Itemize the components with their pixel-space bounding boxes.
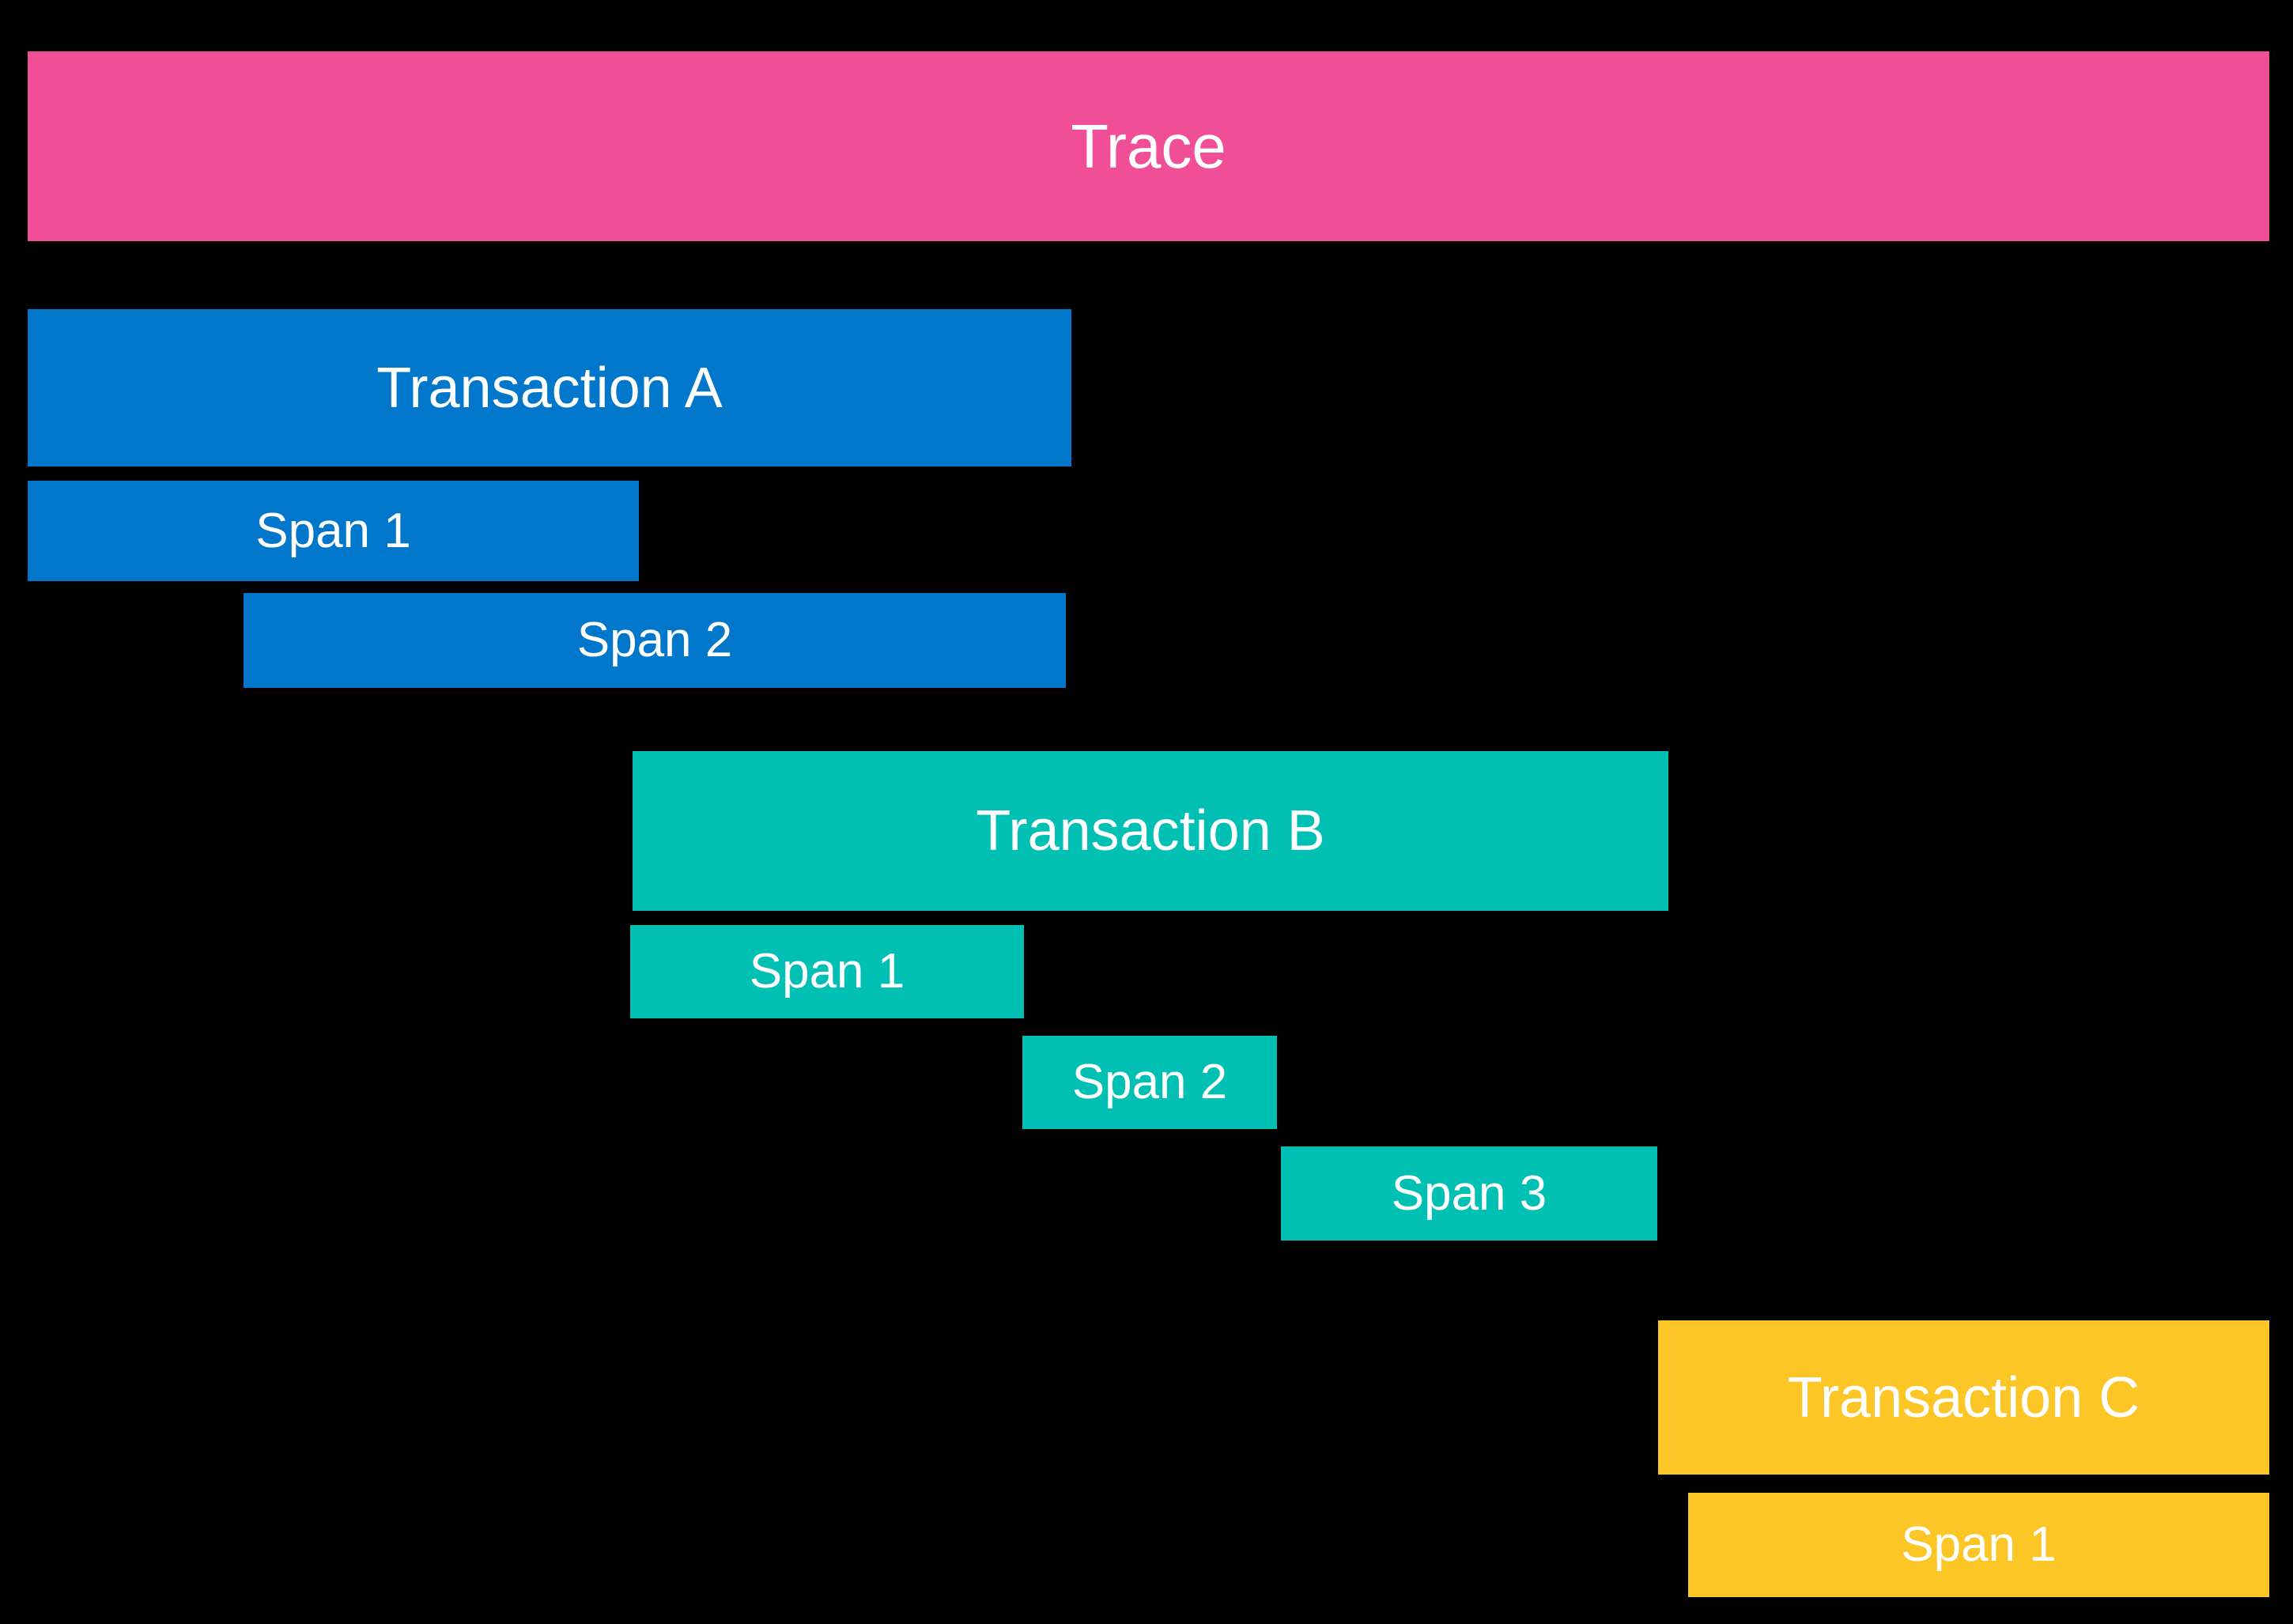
bar-label: Span 3 xyxy=(1391,1165,1547,1221)
bar-label: Span 1 xyxy=(1901,1517,2057,1572)
bar-label: Transaction C xyxy=(1787,1365,2140,1429)
transaction-b-span-2-bar: Span 2 xyxy=(1022,1036,1277,1129)
transaction-b-bar: Transaction B xyxy=(633,751,1668,911)
bar-label: Span 2 xyxy=(1071,1055,1228,1109)
bar-label: Transaction B xyxy=(976,799,1325,863)
bar-label: Span 1 xyxy=(749,944,905,999)
bar-label: Span 1 xyxy=(255,503,411,558)
transaction-b-span-3-bar: Span 3 xyxy=(1281,1146,1657,1241)
transaction-c-bar: Transaction C xyxy=(1658,1320,2269,1475)
transaction-b-span-1-bar: Span 1 xyxy=(630,925,1024,1018)
bar-label: Span 2 xyxy=(576,613,733,667)
transaction-c-span-1-bar: Span 1 xyxy=(1688,1493,2269,1597)
transaction-a-span-2-bar: Span 2 xyxy=(244,593,1066,688)
transaction-a-bar: Transaction A xyxy=(28,309,1071,466)
bar-label: Transaction A xyxy=(376,356,723,420)
bar-label: Trace xyxy=(1071,111,1226,181)
trace-bar: Trace xyxy=(28,51,2269,241)
transaction-a-span-1-bar: Span 1 xyxy=(28,481,639,581)
